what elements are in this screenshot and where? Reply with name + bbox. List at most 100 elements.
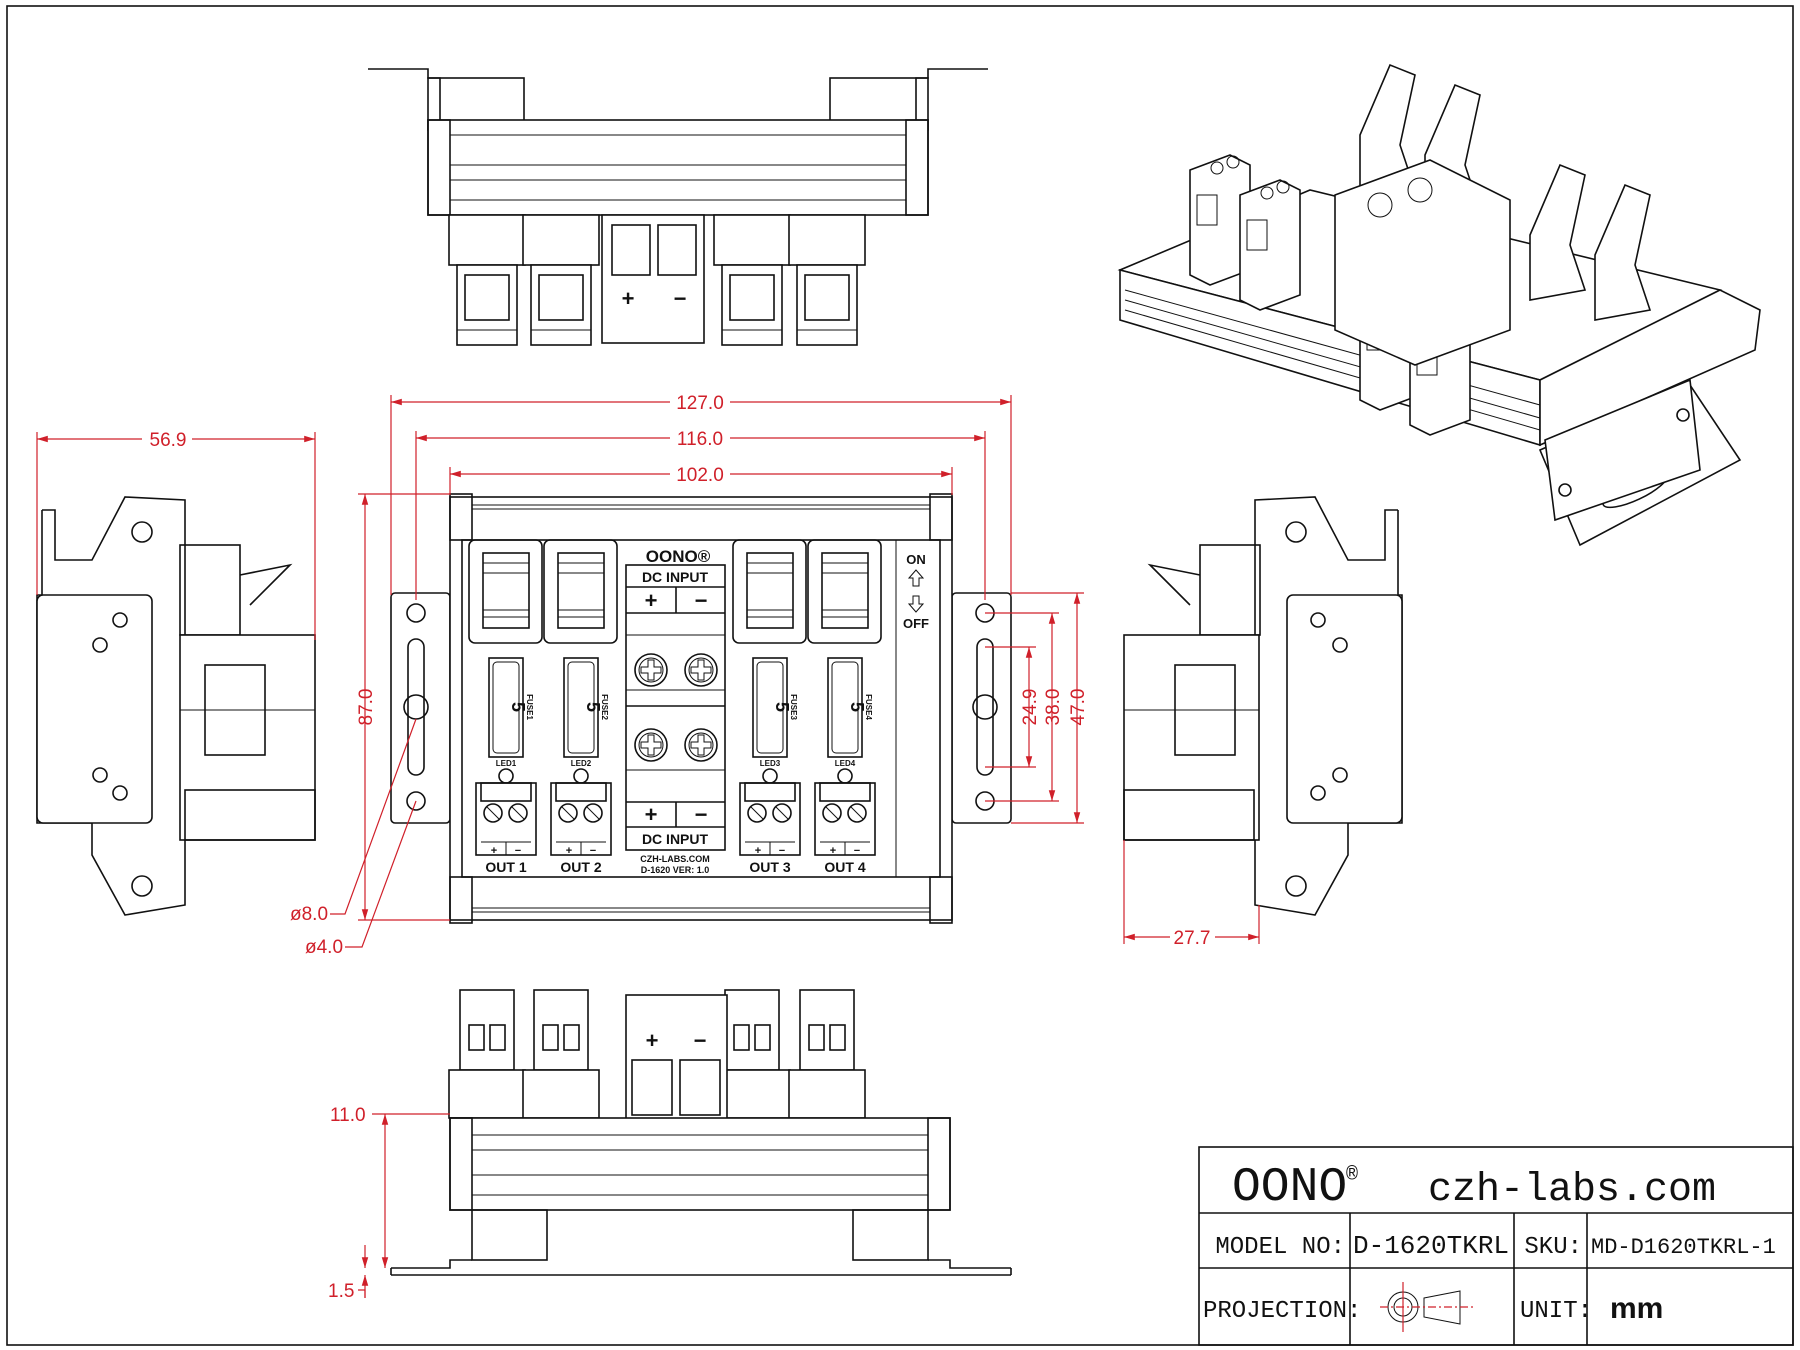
left-bracket [390,592,451,824]
rocker-switch-2[interactable] [543,539,618,644]
iso-switch-4 [1594,183,1652,321]
output-label: OUT 3 [749,859,790,875]
board-version: D-1620 VER: 1.0 [641,865,710,875]
bottom-terminal-3 [724,989,780,1071]
top-switch-2 [522,214,600,266]
terminal-plus: + [566,845,572,857]
dc-screw-icon [684,728,718,762]
fuse-rating: 5 [508,702,528,712]
fuse-holder-4[interactable] [827,657,863,758]
board-website: CZH-LABS.COM [640,854,710,864]
top-switch-3 [713,214,791,266]
iso-terminal-2 [1239,179,1301,311]
terminal-plus: + [830,845,836,857]
fuse-rating: 5 [847,702,867,712]
top-minus-label: − [674,286,687,311]
isometric-view [1117,63,1761,547]
fuse-label: FUSE2 [600,694,609,720]
terminal-minus: − [515,845,521,857]
dim-hole-spacing: 38.0 [1043,689,1064,726]
terminal-screw-icon [483,803,503,823]
iso-switch-3 [1529,163,1587,301]
terminal-screw-icon [747,803,767,823]
terminal-minus: − [854,845,860,857]
arrow-up-icon [907,569,925,587]
right-side-view [1123,496,1403,916]
fuse-label: FUSE1 [525,694,534,720]
unit-value: mm [1610,1292,1663,1325]
top-plus-label: + [622,286,635,311]
dc-screw-icon [684,653,718,687]
fuse-holder-3[interactable] [752,657,788,758]
top-view: + − [368,68,988,346]
bottom-view: + − [390,989,1012,1276]
dim-hole-small: ø4.0 [305,937,343,958]
terminal-screw-icon [772,803,792,823]
dimensions: 127.0 116.0 102.0 56.9 87.0 24.9 38.0 47… [36,390,1260,1302]
terminal-screw-icon [508,803,528,823]
terminal-plus: + [491,845,497,857]
title-registered-mark: ® [1346,1164,1358,1187]
fuse-rating: 5 [583,702,603,712]
projection-label: PROJECTION: [1203,1298,1361,1325]
dim-width: 87.0 [356,689,377,726]
dim-rail-height: 11.0 [330,1105,366,1126]
dim-mount-length: 116.0 [677,429,723,450]
drawing-border [6,5,1794,1346]
arrow-down-icon [907,595,925,613]
dim-slot-length: 24.9 [1020,689,1041,726]
fuse-label: FUSE3 [789,694,798,720]
bottom-minus-label: − [694,1028,707,1053]
dim-body-length: 102.0 [676,465,724,486]
bottom-terminal-4 [799,989,855,1071]
unit-label: UNIT: [1520,1298,1592,1325]
terminal-plus: + [755,845,761,857]
rocker-switch-4[interactable] [807,539,882,644]
dc-minus-top: − [695,588,708,613]
right-bracket [951,592,1012,824]
terminal-screw-icon [847,803,867,823]
sku-label: SKU: [1524,1234,1582,1261]
led-label: LED1 [496,759,517,768]
dim-side-depth: 27.7 [1174,928,1211,949]
model-label: MODEL NO: [1215,1234,1345,1261]
fuse-rating: 5 [772,702,792,712]
led-label: LED4 [835,759,856,768]
model-value: D-1620TKRL [1353,1231,1509,1261]
fuse-holder-2[interactable] [563,657,599,758]
front-brand-logo: OONO® [646,547,711,566]
bottom-plus-label: + [646,1028,659,1053]
projection-symbol-icon [1380,1282,1475,1332]
terminal-minus: − [779,845,785,857]
terminal-minus: − [590,845,596,857]
output-label: OUT 4 [824,859,865,875]
led-label: LED2 [571,759,592,768]
title-block: OONO ® czh-labs.com MODEL NO: D-1620TKRL… [1198,1146,1794,1346]
title-brand: OONO [1232,1161,1347,1215]
dc-plus-top: + [645,588,658,613]
dc-input-screws [634,653,718,762]
output-label: OUT 2 [560,859,601,875]
title-website: czh-labs.com [1428,1168,1716,1213]
dc-screw-icon [634,728,668,762]
dim-bracket-thickness: 1.5 [328,1281,354,1302]
top-switch-4 [788,214,866,266]
sku-value: MD-D1620TKRL-1 [1591,1235,1776,1260]
dc-input-label-top: DC INPUT [642,569,709,585]
bottom-terminal-2 [533,989,589,1071]
switch-on-label: ON [906,552,926,567]
dim-hole-large: ø8.0 [290,904,328,925]
output-label: OUT 1 [485,859,526,875]
iso-dc-input-block [1334,159,1511,366]
dim-bracket-width: 47.0 [1068,689,1089,726]
terminal-screw-icon [822,803,842,823]
rocker-switch-3[interactable] [732,539,807,644]
rocker-switch-1[interactable] [468,539,543,644]
dim-height: 56.9 [150,430,187,451]
dc-input-label-bottom: DC INPUT [642,831,709,847]
fuse-holder-1[interactable] [488,657,524,758]
